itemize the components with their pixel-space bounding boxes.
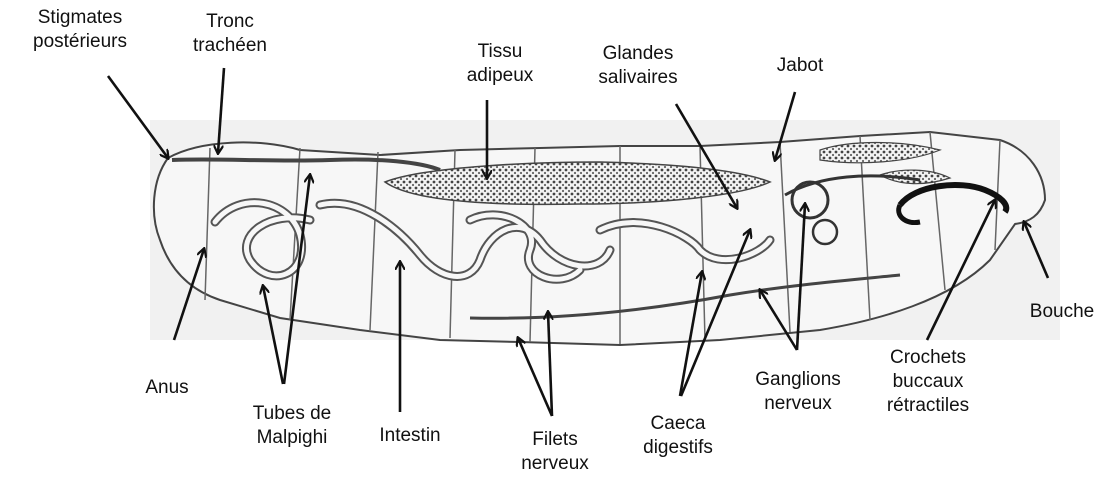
label-jabot: Jabot	[760, 54, 840, 78]
label-bouche: Bouche	[1022, 300, 1102, 324]
label-anus: Anus	[132, 376, 202, 400]
label-intestin: Intestin	[365, 424, 455, 448]
